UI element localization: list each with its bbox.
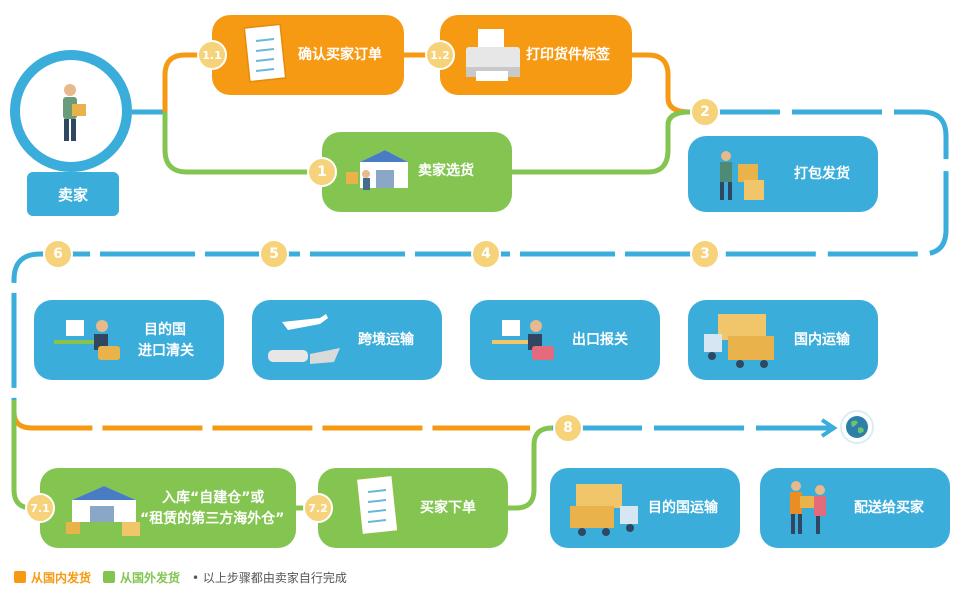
step-print-label-card: 打印货件标签 bbox=[440, 15, 632, 95]
connector-1-to-2 bbox=[512, 109, 691, 175]
step-7-1-label-line2: “租赁的第三方海外仓” bbox=[140, 511, 285, 527]
step-1-2-badge: 1.2 bbox=[425, 40, 455, 70]
step-pack-ship-card: 打包发货 bbox=[688, 136, 878, 212]
step-select-goods-card: 卖家选货 bbox=[322, 132, 512, 212]
connector-green-lower bbox=[11, 400, 40, 511]
step-7-2-label: 买家下单 bbox=[420, 500, 476, 516]
legend-overseas: 从国外发货 bbox=[103, 569, 180, 586]
connector-orange-branch bbox=[162, 52, 212, 112]
step-5-label: 跨境运输 bbox=[358, 332, 414, 348]
warehouse-icon bbox=[340, 142, 410, 206]
step-1-label: 卖家选货 bbox=[418, 163, 474, 179]
step-overseas-warehouse-card: 入库“自建仓”或 “租赁的第三方海外仓” bbox=[40, 468, 296, 548]
arrow-head bbox=[820, 418, 838, 438]
clipboard-icon bbox=[243, 23, 287, 89]
step-1-badge: 1 bbox=[307, 157, 337, 187]
seller-label: 卖家 bbox=[27, 172, 119, 216]
step-9-label: 配送给买家 bbox=[854, 500, 924, 516]
step-6-label-line2: 进口清关 bbox=[138, 343, 194, 359]
step-1-2-label: 打印货件标签 bbox=[526, 47, 610, 63]
step-import-clearance-card: 目的国 进口清关 bbox=[34, 300, 224, 380]
step-8-label: 目的国运输 bbox=[648, 500, 718, 516]
step-3-badge: 3 bbox=[690, 239, 720, 269]
step-7-1-label-line1: 入库“自建仓”或 bbox=[162, 490, 265, 506]
legend-domestic-label: 从国内发货 bbox=[31, 570, 92, 585]
desk-worker-icon bbox=[488, 310, 558, 376]
legend-overseas-label: 从国外发货 bbox=[120, 570, 181, 585]
legend: 从国内发货 从国外发货 • 以上步骤都由卖家自行完成 bbox=[14, 566, 347, 588]
connector-1_2-to-2 bbox=[630, 52, 691, 115]
step-1-1-badge: 1.1 bbox=[197, 40, 227, 70]
step-6-badge: 6 bbox=[43, 239, 73, 269]
step-domestic-transport-card: 国内运输 bbox=[688, 300, 878, 380]
step-5-badge: 5 bbox=[259, 239, 289, 269]
legend-note: • 以上步骤都由卖家自行完成 bbox=[192, 570, 347, 585]
delivery-people-icon bbox=[778, 476, 838, 546]
step-confirm-order-card: 确认买家订单 bbox=[212, 15, 404, 95]
step-4-badge: 4 bbox=[471, 239, 501, 269]
step-6-label-line1: 目的国 bbox=[144, 322, 186, 338]
step-2-label: 打包发货 bbox=[794, 166, 850, 182]
step-2-badge: 2 bbox=[690, 97, 720, 127]
connector-orange-lower bbox=[11, 400, 530, 431]
step-7-1-badge: 7.1 bbox=[25, 493, 55, 523]
step-export-declaration-card: 出口报关 bbox=[470, 300, 660, 380]
seller-avatar bbox=[10, 50, 132, 172]
desk-worker-icon bbox=[50, 310, 124, 376]
connector-3-to-6 bbox=[11, 251, 720, 400]
step-3-label: 国内运输 bbox=[794, 332, 850, 348]
warehouse-icon bbox=[62, 476, 146, 546]
step-7-2-badge: 7.2 bbox=[303, 493, 333, 523]
legend-domestic: 从国内发货 bbox=[14, 569, 91, 586]
connector-green-branch bbox=[162, 112, 322, 175]
step-destination-transport-card: 目的国运输 bbox=[550, 468, 740, 548]
packing-worker-icon bbox=[702, 144, 772, 210]
plane-ship-icon bbox=[262, 306, 342, 378]
step-4-label: 出口报关 bbox=[572, 332, 628, 348]
truck-icon bbox=[700, 308, 782, 376]
step-cross-border-transport-card: 跨境运输 bbox=[252, 300, 442, 380]
legend-overseas-swatch bbox=[103, 571, 116, 583]
step-buyer-order-card: 买家下单 bbox=[318, 468, 508, 548]
connector-7_2-to-8 bbox=[508, 425, 553, 511]
step-deliver-to-buyer-card: 配送给买家 bbox=[760, 468, 950, 548]
legend-domestic-swatch bbox=[14, 571, 26, 583]
globe-icon bbox=[840, 410, 874, 444]
printer-icon bbox=[462, 27, 524, 87]
clipboard-icon bbox=[355, 474, 399, 544]
step-1-1-label: 确认买家订单 bbox=[298, 47, 382, 63]
step-8-badge: 8 bbox=[553, 413, 583, 443]
truck-icon bbox=[566, 476, 648, 544]
connector-2-to-right-edge bbox=[690, 109, 949, 257]
